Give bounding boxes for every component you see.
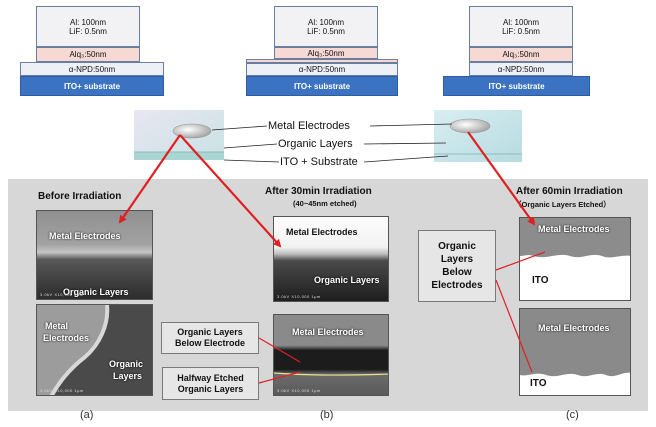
callout-c-line1: Organic xyxy=(438,241,476,252)
callout-c-line4: Electrodes xyxy=(431,280,483,291)
sem-a2-organic-label-1: Organic xyxy=(109,359,144,369)
panel-c-caption: (c) xyxy=(566,409,579,421)
al-lif-layer: Al: 100nm LiF: 0.5nm xyxy=(36,6,140,47)
callout-halfway-etched: Halfway Etched Organic Layers xyxy=(162,367,259,400)
sample-sketch-right xyxy=(434,110,522,162)
callout-c-line2: Layers xyxy=(440,254,474,265)
callout-organic-below-electrodes: Organic Layers Below Electrodes xyxy=(418,230,496,302)
callout-b1-line1: Organic Layers xyxy=(177,327,243,337)
lif-thickness-label: LiF: 0.5nm xyxy=(69,26,107,36)
sem-c2-metal-label: Metal Electrodes xyxy=(538,323,610,333)
npd-layer: α-NPD:50nm xyxy=(246,63,398,76)
sem-a2-organic-label-2: Layers xyxy=(113,371,143,381)
device-stack-30min: Al: 100nm LiF: 0.5nm Alq₃:50nm α-NPD:50n… xyxy=(246,6,398,96)
alq3-thickness-label: Alq₃:50nm xyxy=(69,50,107,59)
callout-b2-line1: Halfway Etched xyxy=(177,372,244,383)
ito-substrate-layer: ITO+ substrate xyxy=(246,76,398,96)
al-thickness-label: Al: 100nm xyxy=(69,17,107,27)
sem-a2-texture xyxy=(37,305,152,395)
al-thickness-label: Al: 100nm xyxy=(502,17,540,27)
sem-b1-metal-label: Metal Electrodes xyxy=(286,227,358,237)
alq3-etched-step xyxy=(246,59,398,63)
sem-c1-ito-label: ITO xyxy=(532,275,549,286)
label-organic-layers: Organic Layers xyxy=(278,138,353,150)
al-thickness-label: Al: 100nm xyxy=(307,17,345,27)
sem-a2-metal-label-2: Electrodes xyxy=(43,333,90,343)
sem-image-a-top: Metal Electrodes Organic Layers 3.0kV X1… xyxy=(36,210,153,300)
lif-thickness-label: LiF: 0.5nm xyxy=(307,26,345,36)
panel-a-title: Before Irradiation xyxy=(38,191,122,202)
callout-organic-below-electrode: Organic Layers Below Electrode xyxy=(161,322,259,354)
sem-c1-metal-label: Metal Electrodes xyxy=(538,224,610,234)
ito-substrate-label: ITO+ substrate xyxy=(488,81,545,91)
sem-b1-organic-label: Organic Layers xyxy=(314,275,380,285)
sem-image-b-top: Metal Electrodes Organic Layers 3.0kV X1… xyxy=(273,216,389,302)
npd-thickness-label: α-NPD:50nm xyxy=(298,65,346,74)
sample-sketch-left xyxy=(134,110,224,160)
sem-image-c-bottom: Metal Electrodes ITO xyxy=(519,308,631,396)
callout-c-line3: Below xyxy=(442,267,472,278)
sem-image-c-top: Metal Electrodes ITO xyxy=(519,217,631,301)
al-lif-layer: Al: 100nm LiF: 0.5nm xyxy=(469,6,573,47)
ito-substrate-label: ITO+ substrate xyxy=(63,81,121,91)
ito-substrate-layer: ITO+ substrate xyxy=(443,76,590,96)
panel-b-subtitle: (40~45nm etched) xyxy=(293,199,357,208)
alq3-layer: Alq₃:50nm xyxy=(274,47,378,59)
label-metal-electrodes: Metal Electrodes xyxy=(268,120,350,132)
device-stack-before: Al: 100nm LiF: 0.5nm Alq₃:50nm α-NPD:50n… xyxy=(20,6,164,96)
panel-a-caption: (a) xyxy=(80,409,94,421)
ito-substrate-label: ITO+ substrate xyxy=(293,81,351,91)
callout-b1-line2: Below Electrode xyxy=(174,338,246,348)
panel-c-subtitle: （Organic Layers Etched） xyxy=(514,200,611,209)
sem-a1-metal-label: Metal Electrodes xyxy=(49,231,121,241)
panel-b-title: After 30min Irradiation xyxy=(265,186,372,197)
sem-a1-organic-label: Organic Layers xyxy=(63,287,129,297)
sem-b2-metal-label: Metal Electrodes xyxy=(292,327,364,337)
npd-thickness-label: α-NPD:50nm xyxy=(497,64,545,74)
alq3-layer: Alq₃:50nm xyxy=(36,47,140,62)
sem-image-a-bottom: Metal Electrodes Organic Layers 3.0kV X1… xyxy=(36,304,153,396)
alq3-thickness-label: Alq₃:50nm xyxy=(502,50,540,59)
ito-substrate-layer: ITO+ substrate xyxy=(20,76,164,96)
npd-thickness-label: α-NPD:50nm xyxy=(68,64,116,74)
lif-thickness-label: LiF: 0.5nm xyxy=(502,26,540,36)
sem-scale-bar: 3.0kV X10,000 1μm xyxy=(277,388,321,393)
device-stack-60min: Al: 100nm LiF: 0.5nm Alq₃:50nm α-NPD:50n… xyxy=(443,6,590,96)
sem-scale-bar: 3.0kV X10,000 1μm xyxy=(40,292,84,297)
npd-layer: α-NPD:50nm xyxy=(469,62,573,76)
alq3-thickness-label: Alq₃:50nm xyxy=(307,48,345,58)
callout-b2-line2: Organic Layers xyxy=(177,383,244,394)
sem-scale-bar: 3.0kV X10,000 1μm xyxy=(277,294,321,299)
npd-layer: α-NPD:50nm xyxy=(20,62,164,76)
panel-c-title: After 60min Irradiation xyxy=(516,186,623,197)
label-ito-substrate: ITO + Substrate xyxy=(280,156,358,168)
sem-a2-metal-label-1: Metal xyxy=(45,321,69,331)
sem-scale-bar: 3.0kV X10,000 1μm xyxy=(40,388,84,393)
alq3-layer: Alq₃:50nm xyxy=(469,47,573,62)
sem-c2-texture xyxy=(520,309,630,377)
sem-c1-texture xyxy=(520,218,630,258)
sem-c2-ito-label: ITO xyxy=(530,378,547,389)
al-lif-layer: Al: 100nm LiF: 0.5nm xyxy=(274,6,378,47)
sem-image-b-bottom: Metal Electrodes 3.0kV X10,000 1μm xyxy=(273,314,389,396)
panel-b-caption: (b) xyxy=(320,409,334,421)
